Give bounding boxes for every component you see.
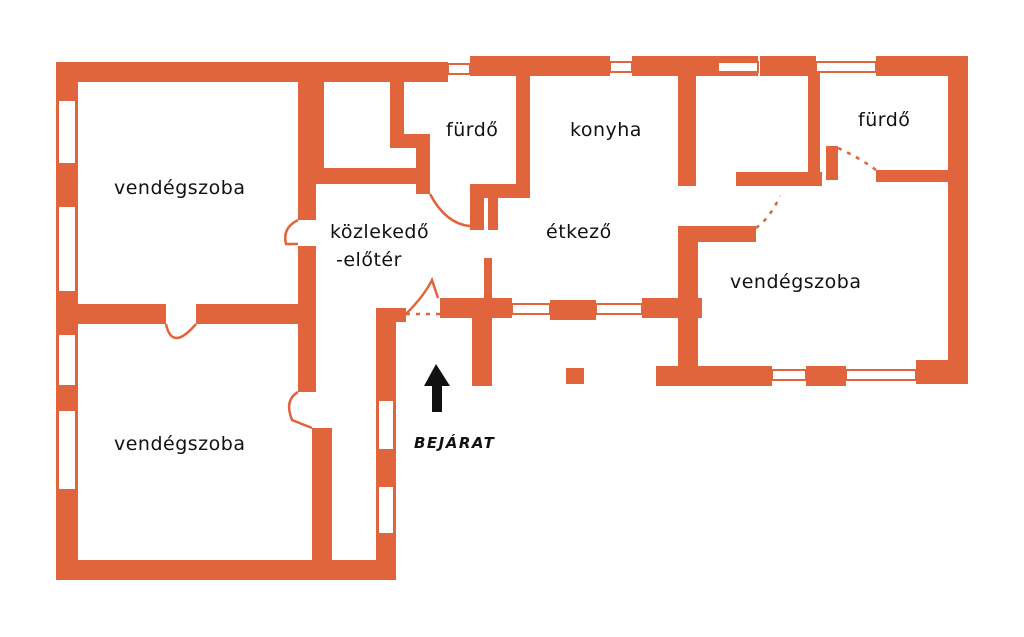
window-entrance-1 — [377, 399, 395, 451]
window-entrance-2 — [377, 485, 395, 535]
door-bottom-left-room-b — [287, 390, 313, 430]
window-right-bottom-1 — [771, 369, 807, 381]
wall-divider-vertical-left — [298, 62, 316, 220]
windows — [57, 61, 917, 535]
door-entrance — [405, 276, 440, 315]
wall-bath-left-vertical — [416, 134, 430, 194]
window-left-4 — [57, 409, 77, 491]
wall-terrace-post — [566, 368, 584, 384]
wall-bath-left-door-jamb2 — [488, 194, 498, 230]
label-kitchen: konyha — [570, 119, 642, 141]
wall-right-room-bottom-a — [656, 366, 772, 386]
wall-dining-stub — [484, 258, 492, 302]
window-left-3 — [57, 333, 77, 387]
wall-bath-right-left — [808, 62, 820, 172]
label-corridor-line2: -előtér — [336, 249, 402, 271]
window-dining-1 — [511, 303, 551, 315]
wall-top-middle-a — [470, 56, 610, 76]
wall-dining-bottom-b — [550, 300, 596, 320]
wall-top-left — [56, 62, 448, 82]
door-bath-left — [428, 193, 471, 228]
door-bath-right — [837, 146, 877, 172]
door-top-left-room — [284, 218, 299, 246]
window-right-bottom-2 — [845, 369, 917, 381]
label-guest-room-right: vendégszoba — [730, 271, 862, 293]
wall-bath-left-bottom — [470, 184, 530, 198]
wall-bath-left-right — [516, 62, 530, 198]
wall-divider-horizontal-left-b — [196, 304, 314, 324]
wall-right-room-left — [678, 228, 698, 380]
doors — [164, 146, 877, 430]
wall-bath-right-hall — [750, 176, 794, 186]
door-right-room — [755, 195, 782, 230]
label-bathroom-right: fürdő — [858, 109, 910, 131]
wall-right-room-top-left — [678, 226, 756, 242]
window-top-4 — [815, 61, 877, 73]
wall-dining-pillar — [472, 300, 492, 386]
wall-divider-vertical-left-bottom — [312, 428, 332, 580]
wall-bottom-left — [56, 560, 334, 580]
wall-storage-right — [390, 62, 404, 148]
wall-entrance-top-stub — [376, 308, 406, 322]
wall-kitchen-right — [678, 62, 696, 186]
window-left-2 — [57, 205, 77, 293]
label-guest-room-bottom-left: vendégszoba — [114, 433, 246, 455]
window-top-3 — [717, 61, 759, 73]
window-top-2 — [609, 61, 633, 73]
wall-top-right — [760, 56, 816, 76]
wall-storage-inner — [312, 70, 324, 184]
wall-storage-bottom — [312, 168, 416, 184]
wall-entrance-bottom — [330, 560, 396, 580]
label-corridor-line1: közlekedő — [330, 221, 429, 243]
label-bathroom-left: fürdő — [446, 119, 498, 141]
label-entrance: BEJÁRAT — [414, 433, 496, 452]
arrow-up-icon — [424, 364, 450, 412]
wall-divider-horizontal-left-a — [56, 304, 166, 324]
window-left-1 — [57, 99, 77, 165]
label-guest-room-top-left: vendégszoba — [114, 177, 246, 199]
wall-bath-right-bottom-b — [876, 170, 958, 182]
window-dining-2 — [595, 303, 643, 315]
wall-top-right-b — [876, 56, 966, 76]
window-top-1 — [447, 63, 471, 75]
wall-right-outer — [948, 56, 968, 384]
wall-right-room-bottom-b — [806, 366, 846, 386]
wall-bath-left-door-jamb — [470, 184, 484, 230]
wall-bath-right-stub — [826, 146, 838, 180]
label-dining: étkező — [546, 221, 612, 243]
walls — [56, 56, 968, 580]
door-bottom-left-room — [164, 323, 197, 340]
